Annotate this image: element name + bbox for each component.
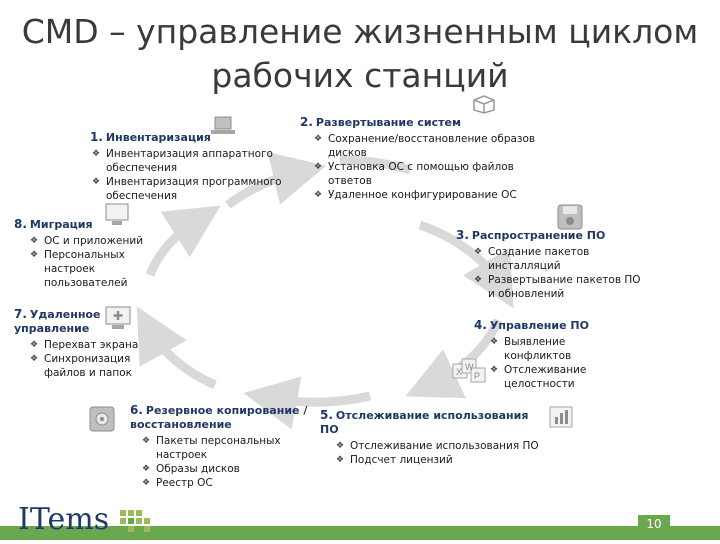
section-heading: 1.Инвентаризация [90, 130, 211, 144]
page-title: CMD – управление жизненным циклом рабочи… [21, 12, 699, 95]
section-heading: 6.Резервное копирование / восстановление [130, 403, 308, 431]
section-deployment: 2.Развертывание систем ❖Сохранение/восст… [300, 115, 550, 202]
diamond-bullet-icon: ❖ [92, 149, 101, 159]
section-usage-tracking: 5.Отслеживание использования ПО ❖Отслежи… [320, 408, 550, 467]
list-item: ❖Перехват экрана [30, 339, 139, 351]
section-heading: 8.Миграция [14, 217, 93, 231]
diamond-bullet-icon: ❖ [142, 464, 151, 474]
diamond-bullet-icon: ❖ [314, 134, 323, 144]
list-item: ❖Установка ОС с помощью файлов ответов [314, 161, 514, 187]
list-item: ❖Сохранение/восстановление образов диско… [314, 133, 536, 159]
footer-bar [0, 515, 720, 540]
list-item: ❖Реестр ОС [142, 477, 213, 489]
list-item: ❖Создание пакетов инсталляций [474, 246, 590, 272]
list-item: ❖Развертывание пакетов ПО и обновлений [474, 274, 641, 300]
diamond-bullet-icon: ❖ [314, 162, 323, 172]
diamond-bullet-icon: ❖ [336, 455, 345, 465]
list-item: ❖Синхронизация файлов и папок [30, 353, 132, 379]
section-heading: 2.Развертывание систем [300, 115, 461, 129]
diamond-bullet-icon: ❖ [142, 478, 151, 488]
list-item: ❖Выявление конфликтов [490, 336, 572, 362]
list-item: ❖Персональных настроек пользователей [30, 249, 128, 289]
section-software-management: 4.Управление ПО ❖Выявление конфликтов ❖О… [474, 318, 624, 391]
diamond-bullet-icon: ❖ [30, 354, 39, 364]
list-item: ❖Образы дисков [142, 463, 240, 475]
list-item: ❖Инвентаризация программного обеспечения [92, 176, 282, 202]
page-number: 10 [646, 517, 662, 531]
section-heading: 7.Удаленное управление [14, 307, 101, 335]
logo-grid-icon [120, 510, 150, 532]
disk-icon [557, 204, 583, 230]
svg-text:W: W [465, 362, 474, 372]
box-icon [473, 95, 495, 114]
section-migration: 8.Миграция ❖ОС и приложений ❖Персональны… [14, 217, 154, 290]
plus-monitor-icon [105, 306, 131, 329]
list-item: ❖Отслеживание целостности [490, 364, 587, 390]
diamond-bullet-icon: ❖ [314, 190, 323, 200]
section-heading: 3.Распространение ПО [456, 228, 606, 242]
list-item: ❖Подсчет лицензий [336, 454, 453, 466]
section-software-distribution: 3.Распространение ПО ❖Создание пакетов и… [456, 228, 646, 301]
diamond-bullet-icon: ❖ [490, 337, 499, 347]
list-item: ❖Инвентаризация аппаратного обеспечения [92, 148, 273, 174]
diamond-bullet-icon: ❖ [336, 441, 345, 451]
section-inventory: 1.Инвентаризация ❖Инвентаризация аппарат… [90, 130, 295, 203]
diamond-bullet-icon: ❖ [490, 365, 499, 375]
diamond-bullet-icon: ❖ [30, 250, 39, 260]
diamond-bullet-icon: ❖ [474, 275, 483, 285]
list-item: ❖Удаленное конфигурирование ОС [314, 189, 517, 201]
monitor-icon [105, 203, 129, 225]
diamond-bullet-icon: ❖ [92, 177, 101, 187]
logo: ITems [18, 502, 110, 537]
diamond-bullet-icon: ❖ [30, 236, 39, 246]
list-item: ❖Пакеты персональных настроек [142, 435, 281, 461]
section-backup-restore: 6.Резервное копирование / восстановление… [130, 403, 310, 490]
svg-text:P: P [474, 371, 480, 381]
diamond-bullet-icon: ❖ [142, 436, 151, 446]
laptop-icon [211, 116, 235, 134]
section-heading: 4.Управление ПО [474, 318, 589, 332]
safe-icon [89, 406, 115, 432]
list-item: ❖ОС и приложений [30, 235, 144, 247]
diamond-bullet-icon: ❖ [30, 340, 39, 350]
diamond-bullet-icon: ❖ [474, 247, 483, 257]
list-item: ❖Отслеживание использования ПО [336, 440, 539, 452]
word-icon: X W P [452, 358, 486, 383]
svg-text:X: X [456, 367, 462, 377]
section-heading: 5.Отслеживание использования ПО [320, 408, 529, 436]
section-remote-management: 7.Удаленное управление ❖Перехват экрана … [14, 307, 164, 380]
chart-icon [549, 406, 573, 428]
